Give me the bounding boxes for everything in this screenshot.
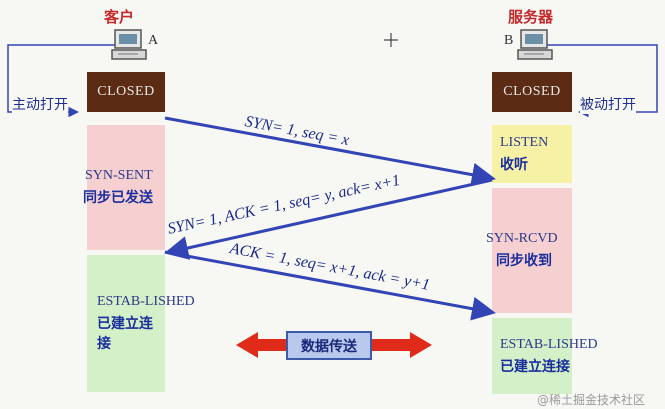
server-syn-rcvd-zh: 同步收到 [496, 253, 552, 269]
client-title: 客户 [104, 8, 135, 26]
server-title: 服务器 [508, 8, 554, 26]
server-listen-zh: 收听 [500, 156, 528, 173]
client-established-zh: 已建立连接 [97, 316, 153, 352]
server-passive-open-label: 被动打开 [580, 94, 636, 114]
ack-arrow [164, 250, 496, 321]
client-syn-sent-zh: 同步已发送 [83, 190, 153, 206]
client-syn-sent-en: SYN-SENT [85, 168, 153, 183]
syn-ack-arrow [164, 178, 493, 260]
client-letter: A [148, 33, 159, 48]
server-closed-label: CLOSED [503, 84, 561, 99]
watermark: @稀土掘金技术社区 [537, 393, 646, 407]
server-syn-rcvd-en: SYN-RCVD [486, 231, 558, 246]
syn-arrow [164, 116, 496, 187]
server-closed-state: CLOSED [492, 72, 572, 112]
crosshair-cursor-icon [384, 33, 398, 47]
client-closed-state: CLOSED [87, 72, 165, 112]
client-active-open-label: 主动打开 [12, 94, 68, 114]
server-listen-state: LISTEN 收听 [492, 125, 572, 183]
client-computer-icon [111, 29, 147, 60]
client-established-en: ESTAB-LISHED [97, 294, 195, 309]
client-syn-sent-state: SYN-SENT 同步已发送 [83, 125, 165, 250]
server-established-zh: 已建立连接 [500, 358, 570, 375]
data-transfer-label: 数据传送 [286, 331, 372, 360]
client-established-state: ESTAB-LISHED 已建立连接 [87, 255, 195, 392]
server-syn-rcvd-state: SYN-RCVD 同步收到 [486, 188, 572, 313]
server-established-en: ESTAB-LISHED [500, 336, 598, 352]
client-closed-label: CLOSED [97, 84, 155, 99]
server-computer-icon [517, 29, 553, 60]
server-established-state: ESTAB-LISHED 已建立连接 [492, 318, 598, 394]
server-letter: B [504, 33, 514, 48]
server-listen-en: LISTEN [500, 134, 549, 150]
